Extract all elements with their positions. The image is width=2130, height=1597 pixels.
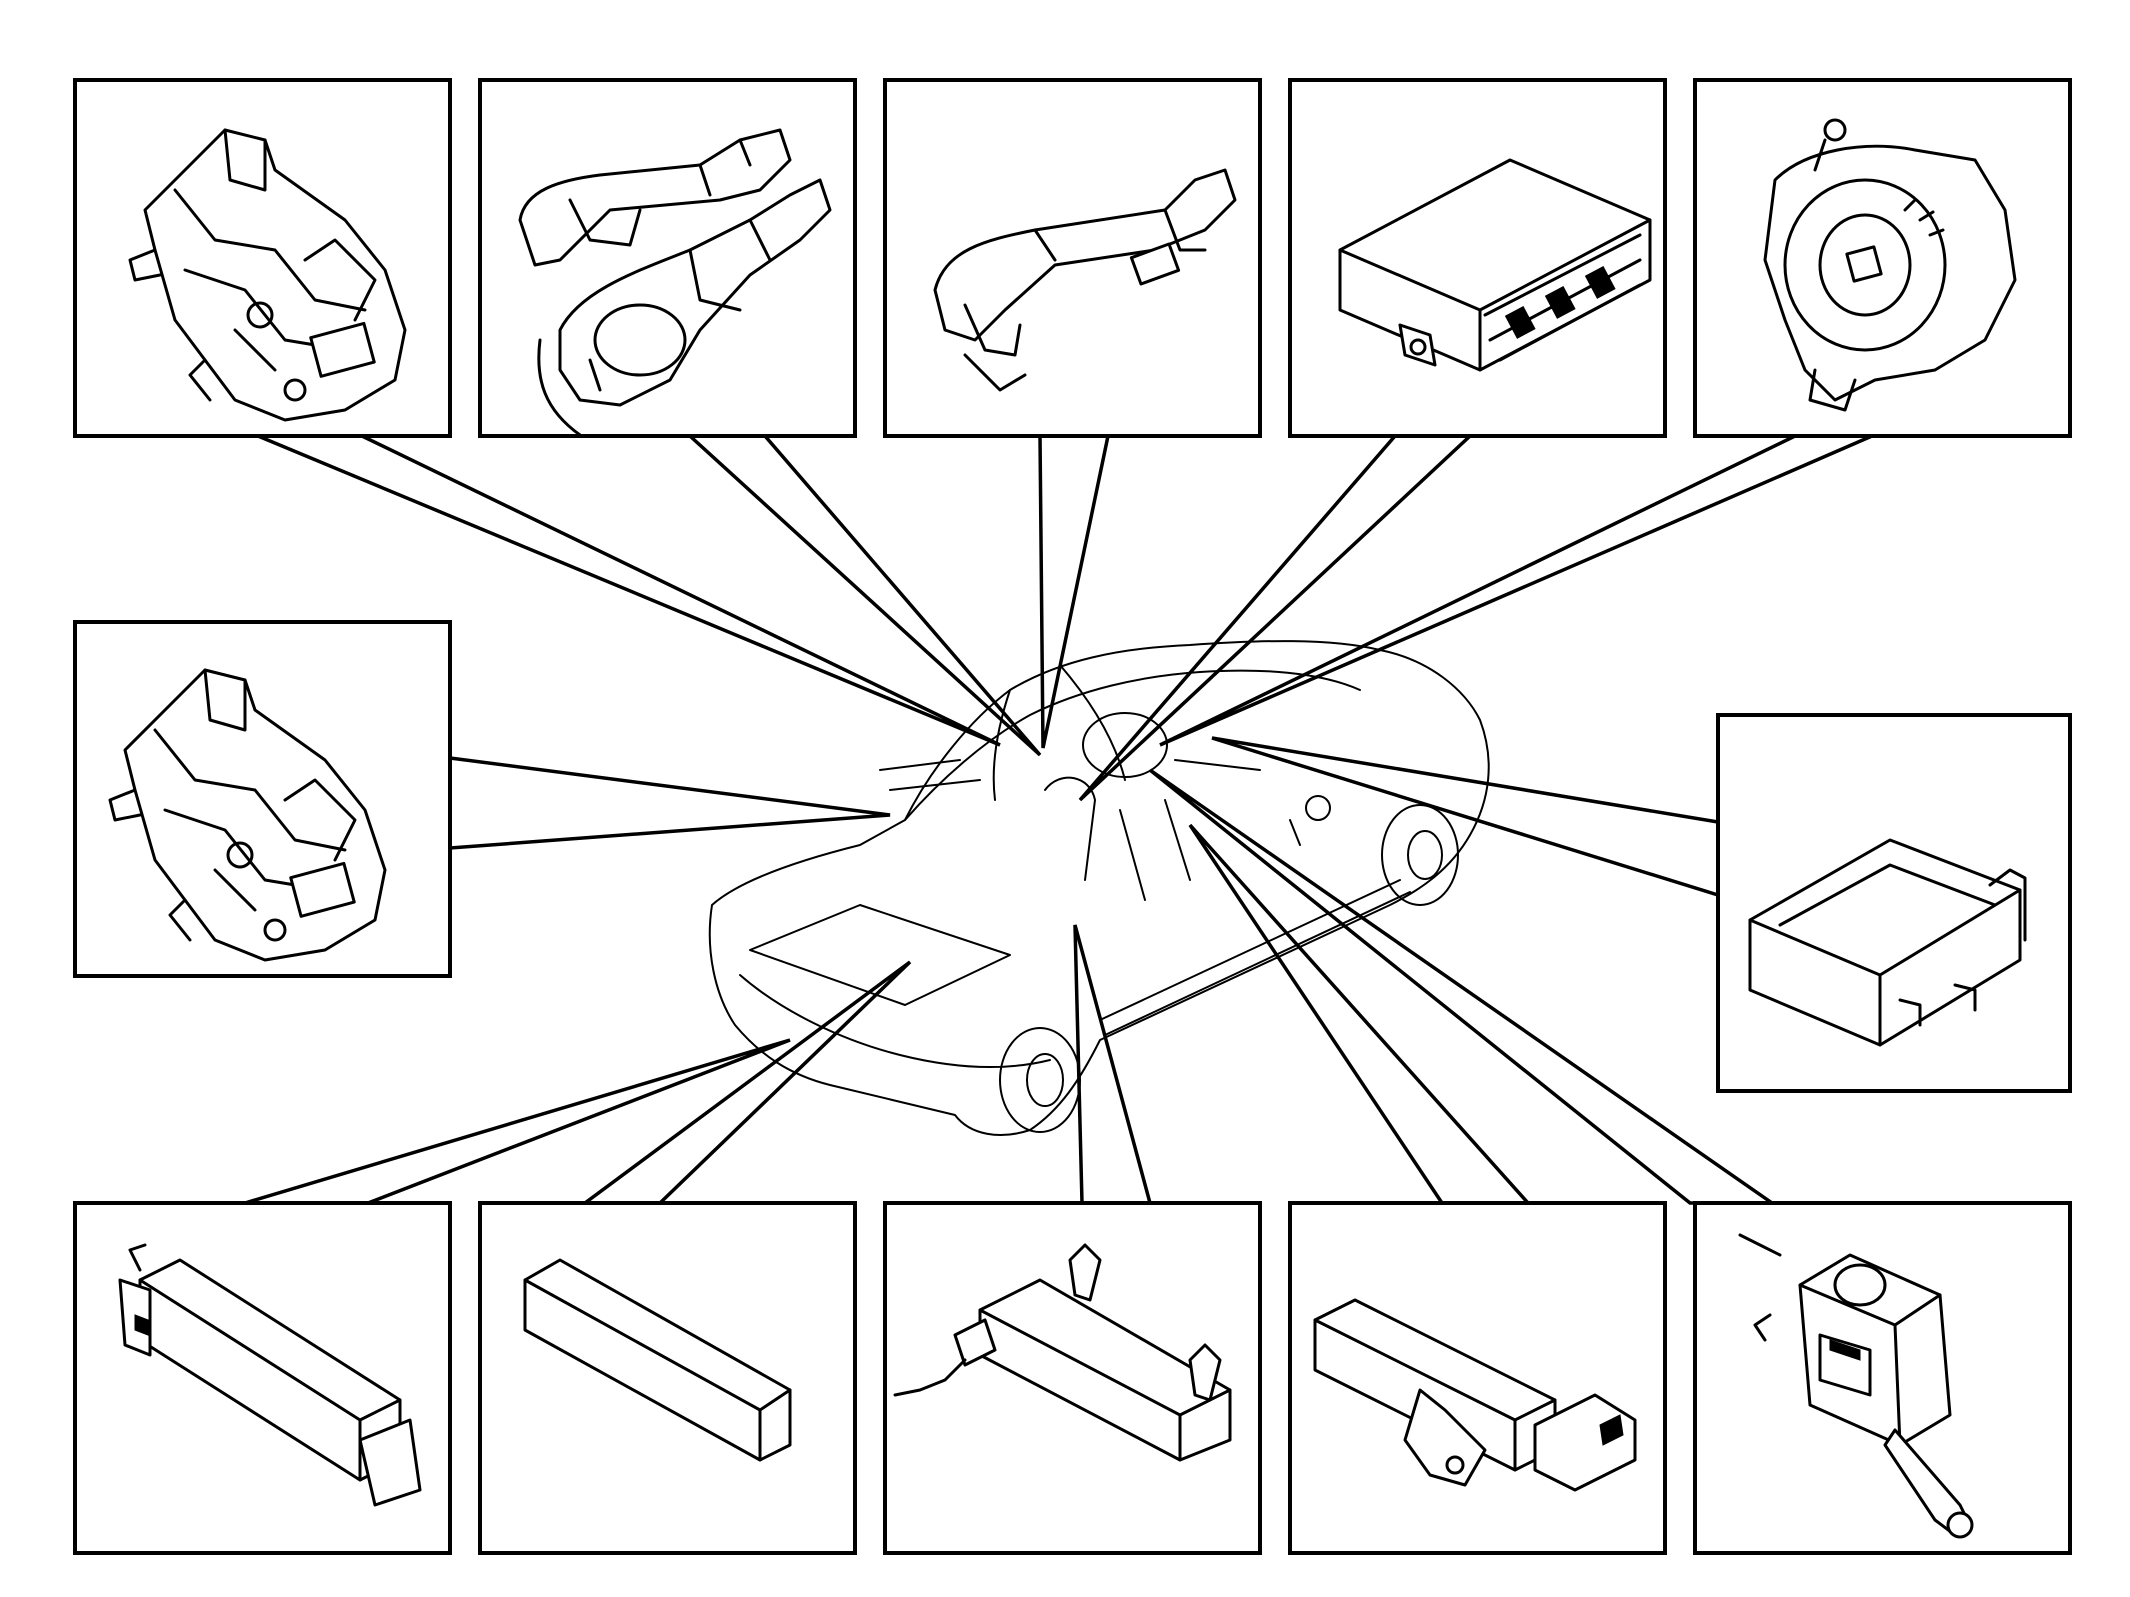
door-handle-icon — [933, 168, 1237, 392]
car-steering-wheel — [1082, 712, 1168, 778]
car-sill-line — [1099, 879, 1411, 1036]
door-lock-icon — [108, 668, 387, 962]
car-body-outline — [708, 640, 1490, 1136]
brake-pedal-switch-icon — [1738, 1233, 1974, 1539]
car-front-wheel-hub — [1407, 830, 1443, 880]
car-rear-wheel-hub — [1026, 1053, 1064, 1107]
ignition-switch-icon — [1763, 118, 2017, 412]
car-front-wheel — [1381, 804, 1459, 906]
door-lock-icon — [128, 128, 407, 422]
receiver-module-icon — [1748, 838, 2027, 1047]
car-mirror — [1305, 795, 1331, 821]
antenna-icon — [893, 1243, 1232, 1462]
antenna-bar-icon — [523, 1258, 792, 1462]
car-rear-bumper — [739, 974, 1051, 1068]
leader-control-module — [1078, 434, 1475, 802]
antenna-icon — [1313, 1298, 1637, 1492]
leader-lines — [244, 434, 1873, 1205]
car-roof-line — [904, 669, 1361, 821]
leader-door-handle — [1038, 434, 1111, 749]
car-illustration — [708, 640, 1490, 1136]
car-seats — [1044, 776, 1191, 901]
leader-antenna-boot — [579, 960, 912, 1205]
car-rear-wheel — [999, 1027, 1081, 1133]
control-module-icon — [1338, 158, 1652, 372]
door-handle-assembly-icon — [518, 128, 832, 437]
leader-door-lock-rear — [448, 756, 891, 850]
car-boot-lid — [749, 904, 1011, 1006]
leader-door-handles-outer — [685, 434, 1042, 757]
antenna-icon — [118, 1243, 422, 1507]
car-interior-lines — [879, 759, 1301, 846]
car-windscreen — [992, 664, 1126, 801]
